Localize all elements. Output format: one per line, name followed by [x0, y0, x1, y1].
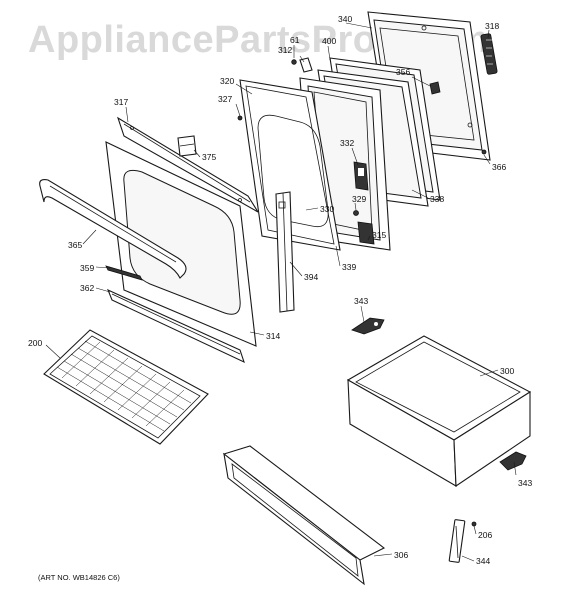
bracket-375	[177, 135, 197, 157]
callout-344: 344	[476, 556, 490, 566]
leader-lines	[45, 22, 517, 562]
callout-343-lower: 343	[518, 478, 532, 488]
callout-206: 206	[478, 530, 492, 540]
inner-door-panel-320	[239, 79, 341, 251]
callout-labels: 340 318 400 61 312 356 320 327 317 375 3…	[28, 14, 532, 566]
hinge-bracket-332	[353, 161, 369, 191]
vent-359	[105, 265, 143, 281]
air-duct-394	[275, 191, 295, 313]
callout-317: 317	[114, 97, 128, 107]
callout-365: 365	[68, 240, 82, 250]
outer-door-314	[105, 141, 257, 347]
callout-338: 338	[430, 194, 444, 204]
callout-329: 329	[352, 194, 366, 204]
callout-366: 366	[492, 162, 506, 172]
callout-306: 306	[394, 550, 408, 560]
hinge-315	[357, 221, 375, 245]
door-support-400	[299, 57, 313, 73]
drawer-front-306	[222, 445, 386, 586]
callout-362: 362	[80, 283, 94, 293]
callout-318: 318	[485, 21, 499, 31]
drawer-slide-clip-343-upper	[351, 317, 385, 335]
callout-332: 332	[340, 138, 354, 148]
callout-339: 339	[342, 262, 356, 272]
callout-330: 330	[320, 204, 334, 214]
callout-200: 200	[28, 338, 42, 348]
screw-366	[481, 149, 487, 155]
callout-356: 356	[396, 67, 410, 77]
callout-394: 394	[304, 272, 318, 282]
callout-375: 375	[202, 152, 216, 162]
callout-400: 400	[322, 36, 336, 46]
callout-312: 312	[278, 45, 292, 55]
callout-359: 359	[80, 263, 94, 273]
callout-327: 327	[218, 94, 232, 104]
door-handle-365	[39, 179, 187, 279]
callout-314: 314	[266, 331, 280, 341]
bottom-trim-362	[106, 288, 245, 364]
callout-61: 61	[290, 35, 300, 45]
callout-320: 320	[220, 76, 234, 86]
callout-340: 340	[338, 14, 352, 24]
drawer-slide-344	[448, 519, 466, 563]
drawer-slide-clip-343-lower	[499, 451, 527, 471]
clip-356	[429, 81, 441, 95]
screw-329	[353, 210, 359, 216]
callout-343-upper: 343	[354, 296, 368, 306]
oven-rack-200	[43, 329, 209, 445]
door-gasket-318	[480, 33, 498, 75]
screw-61	[291, 59, 297, 65]
screw-327	[237, 115, 243, 121]
art-number: (ART NO. WB14826 C6)	[38, 573, 120, 582]
callout-300: 300	[500, 366, 514, 376]
screw-206	[471, 521, 477, 527]
callout-315: 315	[372, 230, 386, 240]
storage-drawer-300	[346, 335, 532, 488]
door-trim-317	[117, 116, 259, 213]
